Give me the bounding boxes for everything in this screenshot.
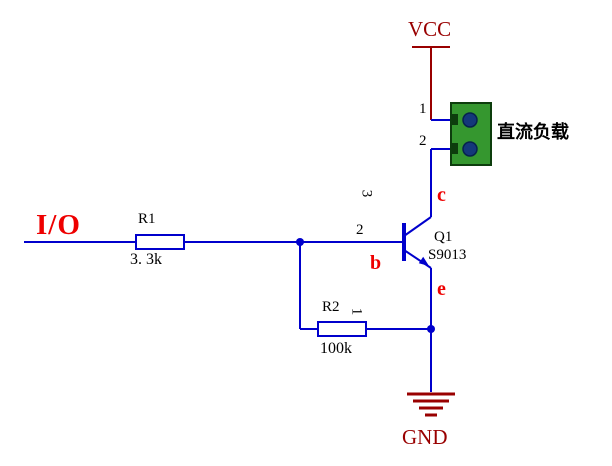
transistor-pin-c-label: c <box>437 184 446 206</box>
transistor-q1-name: Q1 <box>434 229 453 245</box>
gnd-symbol <box>407 392 455 417</box>
transistor-pin-e-label: e <box>437 278 446 300</box>
vcc-symbol <box>412 46 450 120</box>
connector-pin-1-number: 1 <box>419 101 427 117</box>
connector-pin-1 <box>462 112 478 128</box>
resistor-r2-value: 100k <box>320 340 352 357</box>
transistor-pin-b-label: b <box>370 252 382 274</box>
gnd-label: GND <box>402 425 448 449</box>
resistor-r1-body <box>135 234 185 250</box>
resistor-r2-name: R2 <box>322 299 340 315</box>
connector-pin-2 <box>462 141 478 157</box>
connector-body <box>450 102 492 166</box>
resistor-r2-body <box>317 321 367 337</box>
transistor-pin-number-emitter: 1 <box>348 307 365 316</box>
transistor-pin-number-collector: 3 <box>358 189 375 198</box>
transistor-q1-part: S9013 <box>428 247 467 263</box>
transistor-pin-number-base: 2 <box>356 222 364 238</box>
resistor-r1-name: R1 <box>138 211 156 227</box>
dc-load-label: 直流负载 <box>497 122 569 142</box>
connector-pin-2-number: 2 <box>419 133 427 149</box>
io-label: I/O <box>36 209 81 241</box>
resistor-r1-value: 3. 3k <box>130 251 162 268</box>
transistor-q1-symbol <box>402 216 432 269</box>
vcc-label: VCC <box>408 17 452 41</box>
